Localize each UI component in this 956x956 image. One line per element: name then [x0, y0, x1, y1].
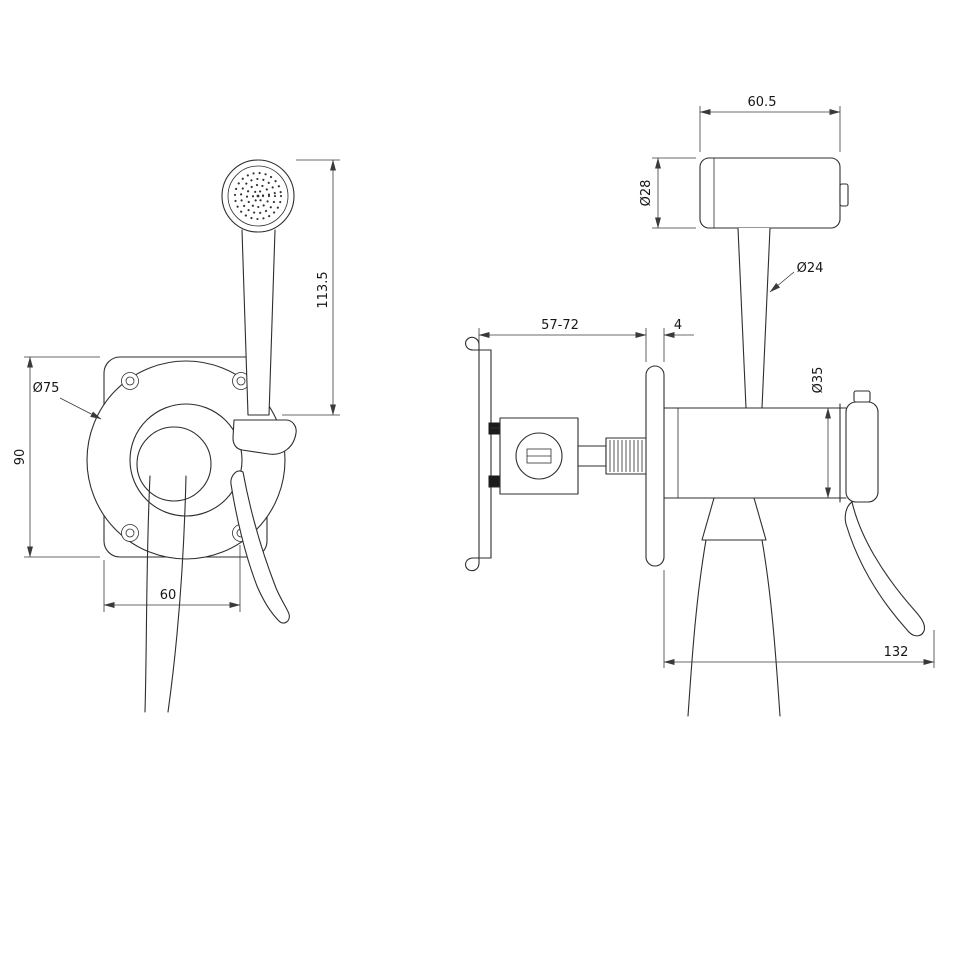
- sprayer-body-front: [241, 229, 276, 416]
- sprayer-body-side: [737, 227, 771, 409]
- dim-front-offset: 60: [103, 545, 241, 612]
- dim-side-total-depth: 132: [663, 570, 935, 668]
- dim-side-plate-thickness: 4: [663, 318, 694, 362]
- dim-side-head-length: 60.5: [699, 95, 841, 152]
- wall-bracket-side: [464, 336, 501, 572]
- front-view: 113.5 Ø75 90 60: [13, 159, 340, 713]
- escutcheon-side: [645, 365, 665, 567]
- dim-label-front-plate-height: 90: [13, 449, 28, 466]
- sprayer-head-side: [699, 157, 841, 229]
- dim-label-side-body-dia: Ø35: [811, 367, 826, 394]
- hose-front: [144, 475, 187, 713]
- hose-side: [687, 539, 781, 717]
- cartridge-knob: [853, 390, 871, 403]
- dim-label-side-head-length: 60.5: [748, 95, 777, 110]
- threaded-nipple-side: [577, 437, 649, 475]
- hub-circle-outer: [129, 403, 243, 517]
- side-view: 60.5 Ø28 Ø24 57-72 4 Ø35: [464, 95, 935, 717]
- valve-body-side: [499, 417, 579, 495]
- dim-label-front-offset: 60: [160, 588, 177, 603]
- sprayer-side: [699, 157, 849, 409]
- lever-handle-side: [844, 501, 926, 637]
- dim-label-side-depth-range: 57-72: [541, 318, 579, 333]
- cone-connector-side: [701, 497, 767, 541]
- dim-side-handle-dia: Ø24: [769, 261, 824, 293]
- dim-front-plate-height: 90: [13, 356, 100, 558]
- dim-front-height: 113.5: [282, 159, 340, 416]
- dim-label-front-height: 113.5: [316, 271, 331, 308]
- bracket-tab-bottom: [488, 475, 501, 488]
- mixer-body-side: [663, 390, 879, 503]
- dim-label-side-total-depth: 132: [884, 645, 909, 660]
- sprayer-button-side: [839, 183, 849, 207]
- dim-label-side-handle-dia: Ø24: [797, 261, 824, 276]
- dim-side-body-dia: Ø35: [811, 367, 831, 499]
- dim-label-front-plate-dia: Ø75: [33, 381, 60, 396]
- dim-label-side-plate-thickness: 4: [674, 318, 682, 333]
- sprayer-holder-front: [232, 419, 297, 455]
- sprayer-head-front: [221, 159, 295, 233]
- dim-side-head-dia: Ø28: [639, 157, 696, 229]
- hub-circle-inner: [136, 426, 212, 502]
- lever-handle-front: [230, 470, 290, 624]
- dim-side-depth-range: 57-72: [478, 318, 647, 362]
- dim-front-plate-dia: Ø75: [33, 381, 102, 420]
- dim-label-side-head-dia: Ø28: [639, 180, 654, 207]
